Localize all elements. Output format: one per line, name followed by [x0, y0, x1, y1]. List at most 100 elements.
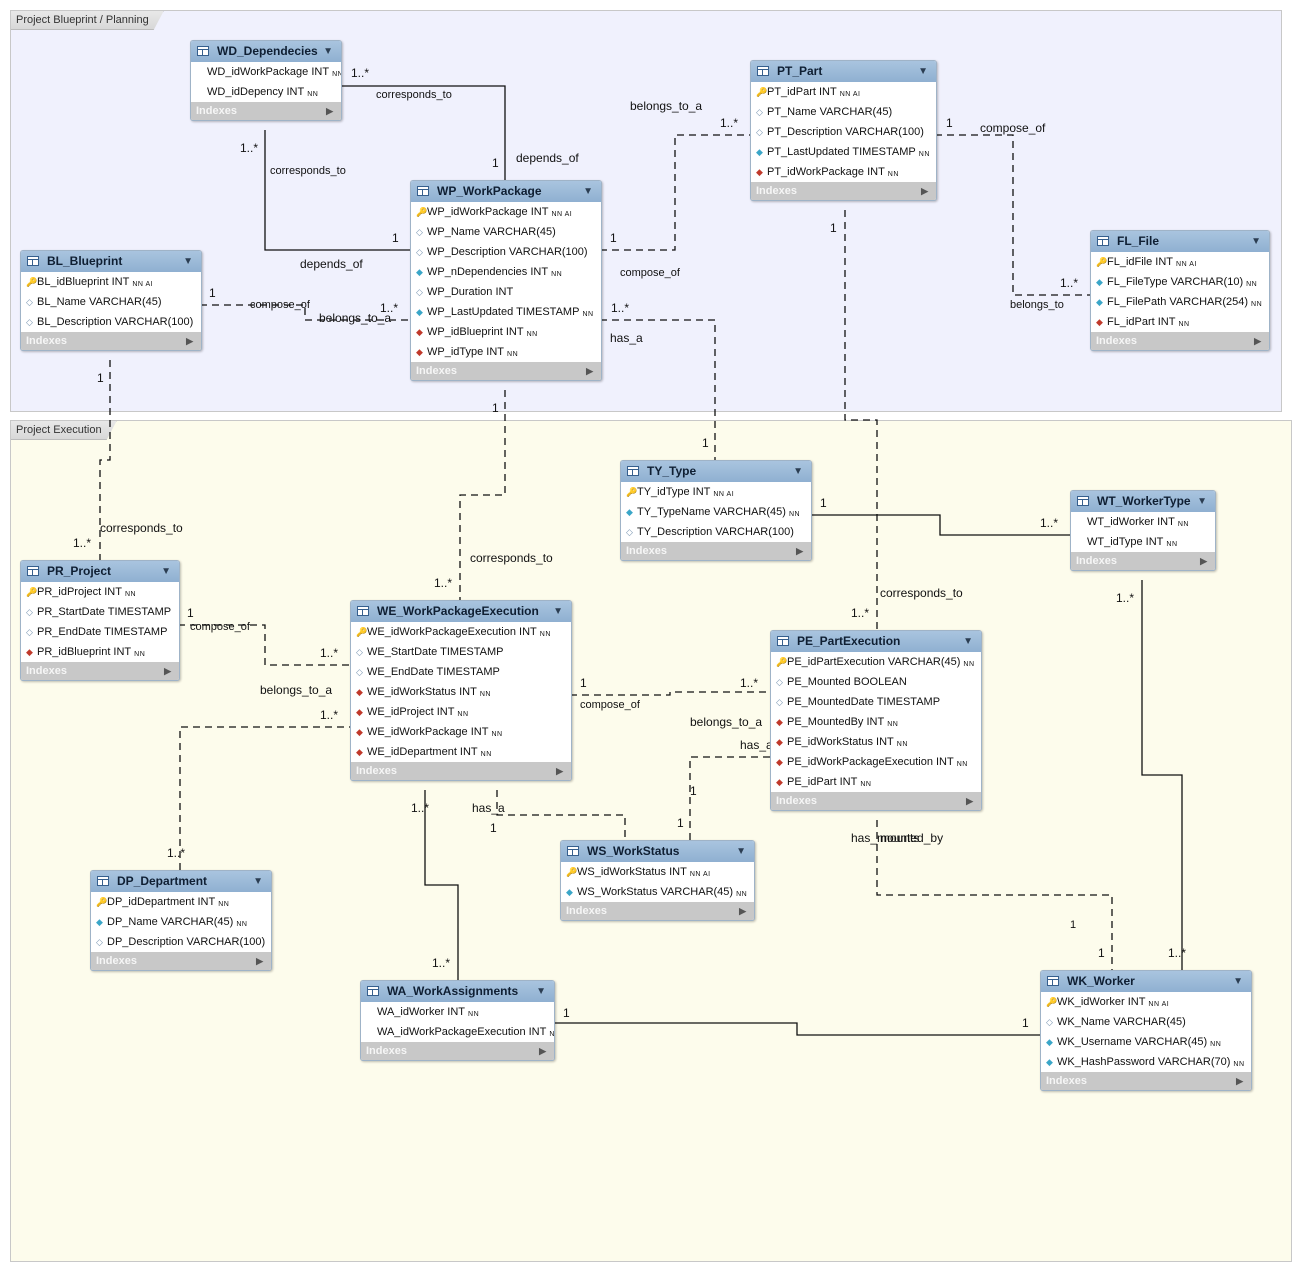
table-header[interactable]: WD_Dependecies▼ — [191, 41, 341, 62]
column-row[interactable]: ◇WE_StartDate TIMESTAMP — [351, 642, 571, 662]
column-row[interactable]: 🔑PE_idPartExecution VARCHAR(45)NN — [771, 652, 981, 672]
expand-arrow-icon[interactable]: ▶ — [186, 336, 193, 346]
indexes-section[interactable]: Indexes▶ — [361, 1042, 554, 1060]
indexes-section[interactable]: Indexes▶ — [191, 102, 341, 120]
collapse-arrow-icon[interactable]: ▼ — [918, 66, 928, 77]
column-row[interactable]: ◇WP_Name VARCHAR(45) — [411, 222, 601, 242]
table-header[interactable]: WT_WorkerType▼ — [1071, 491, 1215, 512]
column-row[interactable]: ◇DP_Description VARCHAR(100) — [91, 932, 271, 952]
expand-arrow-icon[interactable]: ▶ — [1254, 336, 1261, 346]
expand-arrow-icon[interactable]: ▶ — [586, 366, 593, 376]
column-row[interactable]: ◆DP_Name VARCHAR(45)NN — [91, 912, 271, 932]
table-header[interactable]: WP_WorkPackage▼ — [411, 181, 601, 202]
collapse-arrow-icon[interactable]: ▼ — [253, 876, 263, 887]
table-header[interactable]: WA_WorkAssignments▼ — [361, 981, 554, 1002]
collapse-arrow-icon[interactable]: ▼ — [323, 46, 333, 57]
column-row[interactable]: ◇WK_Name VARCHAR(45) — [1041, 1012, 1251, 1032]
column-row[interactable]: ◇PR_EndDate TIMESTAMP — [21, 622, 179, 642]
collapse-arrow-icon[interactable]: ▼ — [553, 606, 563, 617]
collapse-arrow-icon[interactable]: ▼ — [793, 466, 803, 477]
table-we-workpackageexecution[interactable]: WE_WorkPackageExecution▼🔑WE_idWorkPackag… — [350, 600, 572, 781]
indexes-section[interactable]: Indexes▶ — [561, 902, 754, 920]
table-header[interactable]: PR_Project▼ — [21, 561, 179, 582]
column-row[interactable]: ◆WK_Username VARCHAR(45)NN — [1041, 1032, 1251, 1052]
indexes-section[interactable]: Indexes▶ — [1041, 1072, 1251, 1090]
table-header[interactable]: WS_WorkStatus▼ — [561, 841, 754, 862]
table-header[interactable]: PE_PartExecution▼ — [771, 631, 981, 652]
indexes-section[interactable]: Indexes▶ — [91, 952, 271, 970]
indexes-section[interactable]: Indexes▶ — [621, 542, 811, 560]
column-row[interactable]: ◇PT_Name VARCHAR(45) — [751, 102, 936, 122]
expand-arrow-icon[interactable]: ▶ — [739, 906, 746, 916]
collapse-arrow-icon[interactable]: ▼ — [1251, 236, 1261, 247]
expand-arrow-icon[interactable]: ▶ — [256, 956, 263, 966]
expand-arrow-icon[interactable]: ▶ — [921, 186, 928, 196]
column-row[interactable]: ◆WS_WorkStatus VARCHAR(45)NN — [561, 882, 754, 902]
collapse-arrow-icon[interactable]: ▼ — [183, 256, 193, 267]
indexes-section[interactable]: Indexes▶ — [351, 762, 571, 780]
column-row[interactable]: ◇PE_Mounted BOOLEAN — [771, 672, 981, 692]
table-header[interactable]: PT_Part▼ — [751, 61, 936, 82]
column-row[interactable]: ◇WP_Description VARCHAR(100) — [411, 242, 601, 262]
table-header[interactable]: TY_Type▼ — [621, 461, 811, 482]
collapse-arrow-icon[interactable]: ▼ — [736, 846, 746, 857]
collapse-arrow-icon[interactable]: ▼ — [1233, 976, 1243, 987]
expand-arrow-icon[interactable]: ▶ — [966, 796, 973, 806]
column-row[interactable]: ◆FL_FilePath VARCHAR(254)NN — [1091, 292, 1269, 312]
expand-arrow-icon[interactable]: ▶ — [1236, 1076, 1243, 1086]
expand-arrow-icon[interactable]: ▶ — [1200, 556, 1207, 566]
table-header[interactable]: BL_Blueprint▼ — [21, 251, 201, 272]
column-row[interactable]: ◆FL_FileType VARCHAR(10)NN — [1091, 272, 1269, 292]
column-row[interactable]: ◇PE_MountedDate TIMESTAMP — [771, 692, 981, 712]
table-wd-dependecies[interactable]: WD_Dependecies▼WD_idWorkPackage INTNNWD_… — [190, 40, 342, 121]
table-header[interactable]: WE_WorkPackageExecution▼ — [351, 601, 571, 622]
indexes-section[interactable]: Indexes▶ — [21, 332, 201, 350]
column-row[interactable]: ◇PR_StartDate TIMESTAMP — [21, 602, 179, 622]
indexes-section[interactable]: Indexes▶ — [1071, 552, 1215, 570]
column-row[interactable]: ◇BL_Description VARCHAR(100) — [21, 312, 201, 332]
table-header[interactable]: DP_Department▼ — [91, 871, 271, 892]
collapse-arrow-icon[interactable]: ▼ — [963, 636, 973, 647]
collapse-arrow-icon[interactable]: ▼ — [161, 566, 171, 577]
table-pe-partexecution[interactable]: PE_PartExecution▼🔑PE_idPartExecution VAR… — [770, 630, 982, 811]
indexes-section[interactable]: Indexes▶ — [771, 792, 981, 810]
column-row[interactable]: ◇BL_Name VARCHAR(45) — [21, 292, 201, 312]
expand-arrow-icon[interactable]: ▶ — [164, 666, 171, 676]
column-row[interactable]: ◆WK_HashPassword VARCHAR(70)NN — [1041, 1052, 1251, 1072]
indexes-section[interactable]: Indexes▶ — [21, 662, 179, 680]
